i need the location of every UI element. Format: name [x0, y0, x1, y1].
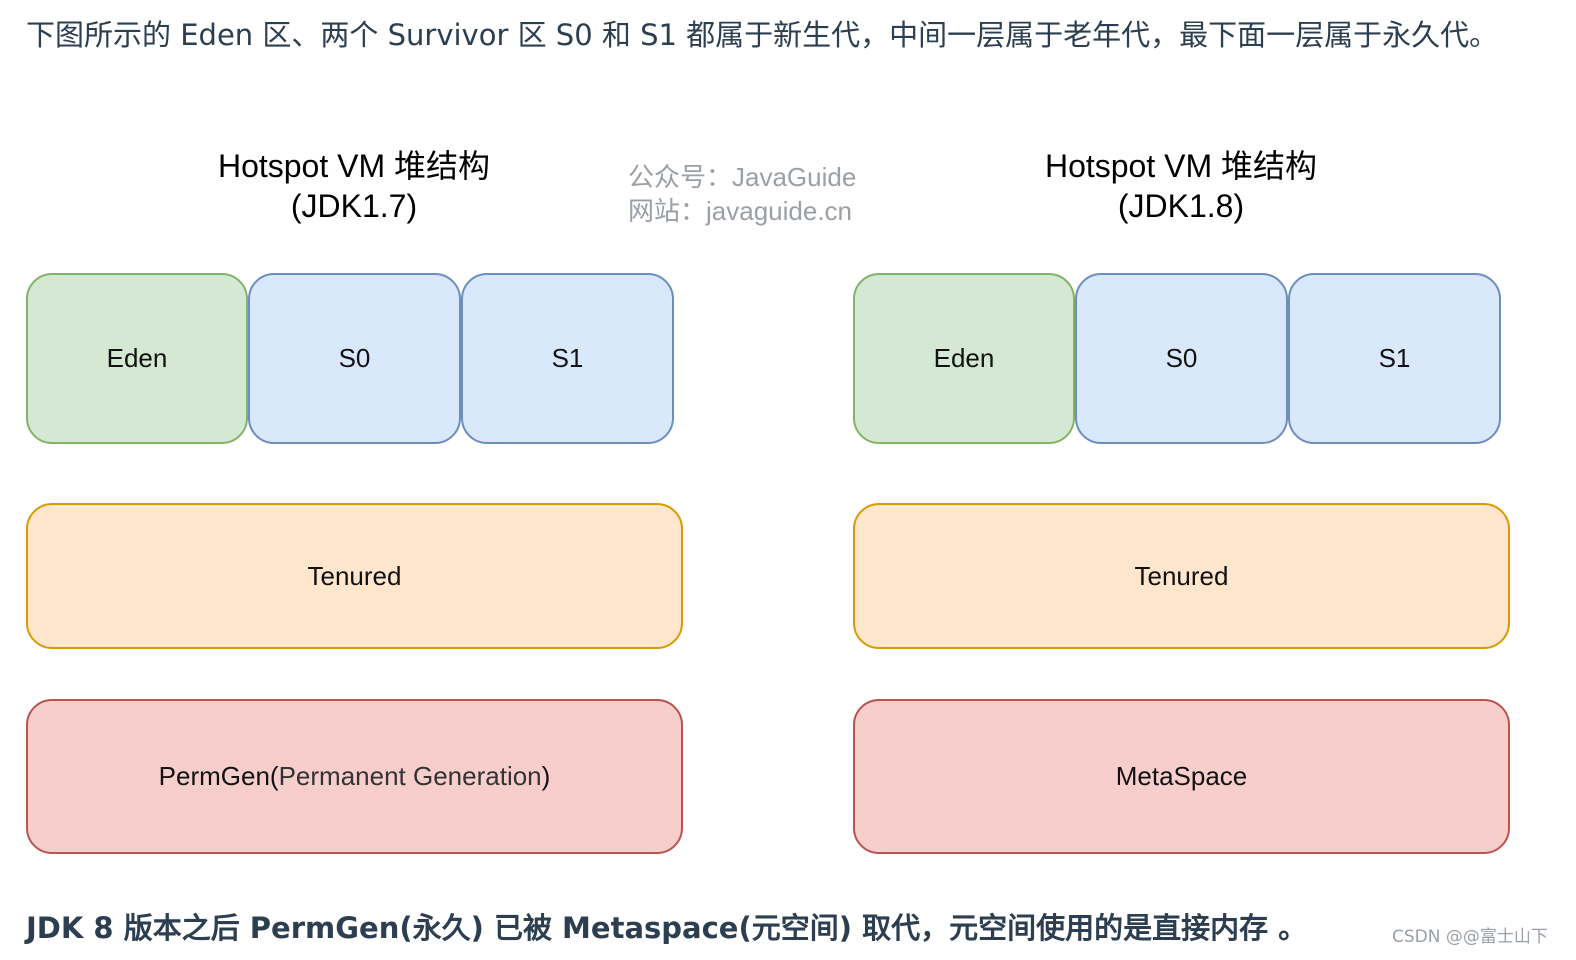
permgen-label-close: )	[541, 761, 551, 791]
intro-paragraph: 下图所示的 Eden 区、两个 Survivor 区 S0 和 S1 都属于新生…	[26, 18, 1499, 52]
watermark: 公众号：JavaGuide 网站：javaguide.cn	[628, 160, 856, 228]
diagram-title: Hotspot VM 堆结构	[1044, 148, 1318, 184]
metaspace-region: MetaSpace	[853, 699, 1510, 854]
diagram-subtitle: (JDK1.8)	[1117, 188, 1245, 224]
permgen-full-name: Permanent Generation	[278, 761, 542, 791]
survivor-s0-region: S0	[1075, 273, 1288, 444]
watermark-line1: 公众号：JavaGuide	[628, 162, 857, 192]
tenured-region: Tenured	[26, 503, 683, 649]
conclusion-paragraph: JDK 8 版本之后 PermGen(永久) 已被 Metaspace(元空间)…	[26, 911, 1308, 945]
watermark-line2: 网站：javaguide.cn	[628, 196, 852, 226]
diagram-subtitle: (JDK1.7)	[290, 188, 418, 224]
eden-region: Eden	[26, 273, 248, 444]
diagram-jdk17: Hotspot VM 堆结构 (JDK1.7) Eden S0 S1 Tenur…	[24, 130, 684, 870]
survivor-s1-region: S1	[461, 273, 674, 444]
permgen-region: PermGen(Permanent Generation)	[26, 699, 683, 854]
csdn-credit: CSDN @@富士山下	[1392, 927, 1548, 947]
survivor-s0-region: S0	[248, 273, 461, 444]
diagram-title: Hotspot VM 堆结构	[217, 148, 491, 184]
diagram-jdk18: Hotspot VM 堆结构 (JDK1.8) Eden S0 S1 Tenur…	[851, 130, 1511, 870]
eden-region: Eden	[853, 273, 1075, 444]
permgen-label: PermGen(	[158, 761, 279, 791]
tenured-region: Tenured	[853, 503, 1510, 649]
survivor-s1-region: S1	[1288, 273, 1501, 444]
